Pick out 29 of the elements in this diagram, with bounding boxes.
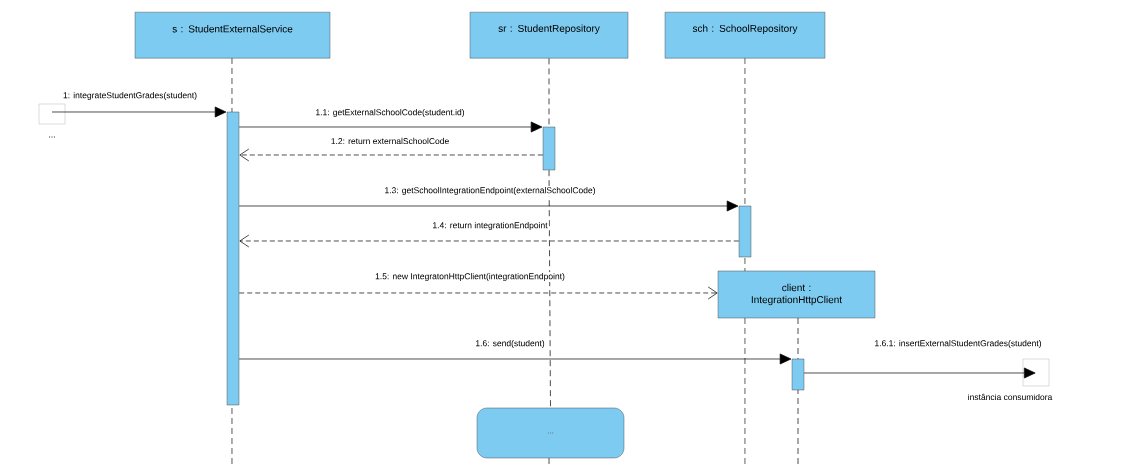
node-caption: instância consumidora: [968, 393, 1053, 401]
activation-bar: [738, 205, 752, 258]
message-label: 1.6: send(student): [476, 340, 545, 348]
activation-bar: [791, 358, 805, 391]
activation-bar: [226, 111, 240, 406]
continuation-box: ...: [476, 407, 625, 459]
message-arrow: [238, 121, 543, 133]
lifeline-head: client : IntegrationHttpClient: [717, 270, 876, 319]
message-arrow: [51, 106, 227, 118]
node-caption: ...: [49, 136, 55, 138]
message-arrow: [239, 234, 740, 248]
message-label: 1: integrateStudentGrades(student): [63, 92, 197, 100]
gate-square: [38, 103, 66, 125]
message-label: 1.4: return integrationEndpoint: [433, 222, 548, 230]
message-arrow: [239, 148, 544, 162]
message-label: 1.2: return externalSchoolCode: [331, 137, 449, 145]
message-label: 1.5: new IntegratonHttpClient(integrationEndpoint): [375, 273, 565, 281]
message-label: 1.3: getSchoolIntegrationEndpoint(externalSchoolCode): [385, 187, 595, 195]
message-arrow: [238, 286, 718, 300]
message-label: 1.1: getExternalSchoolCode(student.id): [316, 109, 465, 117]
message-label: 1.6.1: insertExternalStudentGrades(student): [875, 340, 1041, 348]
lifeline-head: s : StudentExternalService: [134, 12, 331, 59]
lifeline-head: sch : SchoolRepository: [664, 12, 826, 59]
activation-bar: [542, 126, 556, 171]
gate-square: [1022, 358, 1050, 387]
message-arrow: [803, 367, 1036, 379]
message-arrow: [238, 353, 792, 365]
message-arrow: [238, 200, 739, 212]
lifeline-head: sr : StudentRepository: [469, 12, 629, 59]
